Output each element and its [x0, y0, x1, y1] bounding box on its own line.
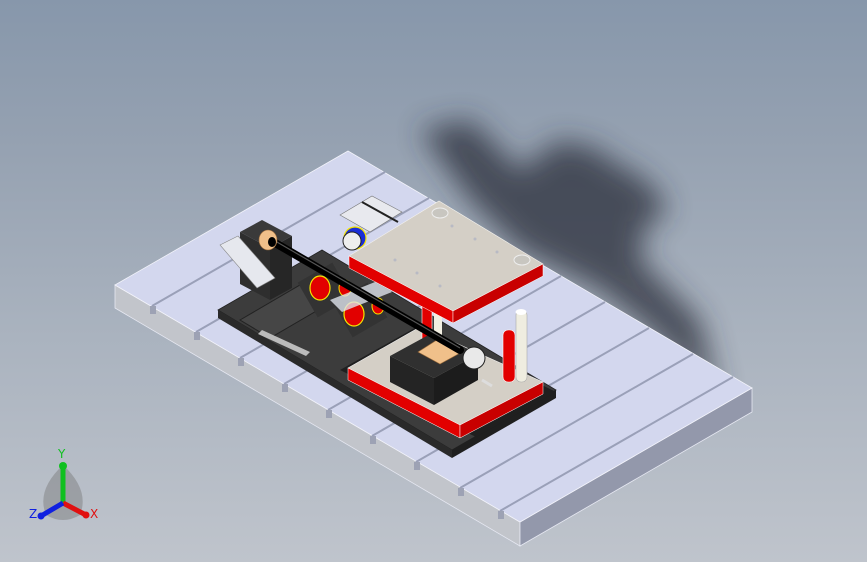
- guide-pillars[interactable]: [421, 284, 528, 383]
- clamp-lever: [258, 330, 310, 356]
- y-axis-label: Y: [58, 447, 66, 461]
- red-pillar: [502, 329, 516, 383]
- rear-slide-unit[interactable]: [339, 195, 403, 251]
- view-orientation-triad[interactable]: Y X Z: [20, 445, 110, 535]
- left-guide-rail: [219, 235, 276, 289]
- x-axis-icon: [61, 500, 88, 518]
- white-pillar: [515, 309, 528, 383]
- z-axis-label: Z: [29, 507, 38, 521]
- t-slot-notches: [150, 306, 504, 519]
- guide-rod[interactable]: [258, 229, 464, 354]
- model-shadow: [420, 120, 720, 400]
- plate-hole: [431, 207, 449, 219]
- plate-hole: [513, 254, 531, 266]
- chrome-knob: [462, 346, 486, 370]
- red-roller-1: [309, 275, 331, 301]
- x-axis-label: X: [90, 507, 99, 521]
- z-axis-icon: [39, 500, 65, 519]
- upper-plate[interactable]: [348, 200, 544, 324]
